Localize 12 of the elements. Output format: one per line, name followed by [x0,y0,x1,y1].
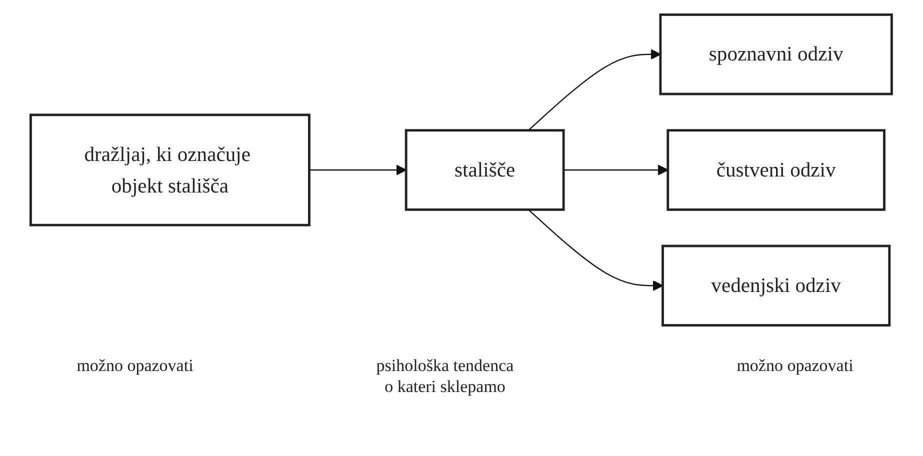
node-box: stališče [405,129,566,211]
node-box: vedenjski odziv [662,244,891,326]
node-box: dražljaj, ki označuje objekt stališča [30,114,311,226]
arrow [564,164,669,176]
arrow [310,164,407,176]
arrow [528,49,662,131]
arrow [528,209,664,291]
node-box: spoznavni odziv [660,13,894,96]
note-text: možno opazovati [736,355,854,376]
note-text: psihološka tendenca o kateri sklepamo [375,355,515,398]
node-box: čustveni odziv [666,129,886,211]
note-text: možno opazovati [76,355,194,376]
